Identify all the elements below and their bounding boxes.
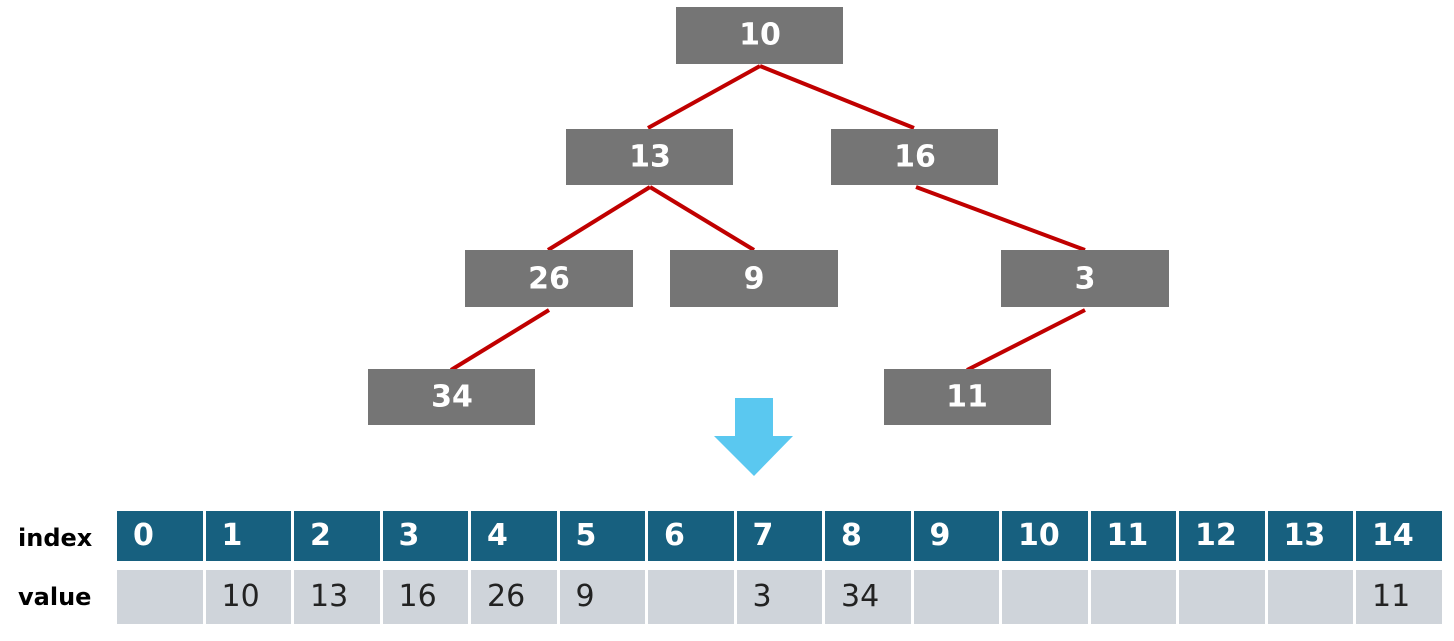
index-cell: 2 bbox=[294, 511, 383, 561]
tree-node: 13 bbox=[566, 129, 733, 185]
value-cell: 10 bbox=[205, 570, 294, 624]
tree-node-label: 26 bbox=[528, 262, 570, 297]
tree-node-label: 16 bbox=[894, 140, 936, 175]
tree-node: 9 bbox=[670, 250, 838, 307]
value-cell bbox=[1267, 570, 1356, 624]
index-cell: 11 bbox=[1090, 511, 1179, 561]
tree-node: 10 bbox=[676, 7, 843, 64]
index-cell: 3 bbox=[382, 511, 471, 561]
tree-node-label: 10 bbox=[739, 18, 781, 53]
tree-node-label: 3 bbox=[1075, 262, 1096, 297]
index-row: 0 1 2 3 4 5 6 7 8 9 10 11 12 13 14 bbox=[117, 511, 1445, 561]
index-cell: 9 bbox=[913, 511, 1002, 561]
value-cell bbox=[648, 570, 737, 624]
value-cell: 13 bbox=[294, 570, 383, 624]
value-cell bbox=[117, 570, 206, 624]
tree-node-label: 34 bbox=[431, 380, 473, 415]
tree-node: 26 bbox=[465, 250, 633, 307]
tree-edge bbox=[759, 64, 915, 130]
tree-edge bbox=[966, 308, 1086, 372]
value-cell: 3 bbox=[736, 570, 825, 624]
index-cell: 5 bbox=[559, 511, 648, 561]
value-cell: 16 bbox=[382, 570, 471, 624]
tree-node-label: 13 bbox=[629, 140, 671, 175]
index-cell: 7 bbox=[736, 511, 825, 561]
value-row-label: value bbox=[18, 583, 92, 611]
value-cell: 34 bbox=[825, 570, 914, 624]
down-arrow-icon bbox=[714, 398, 793, 476]
index-row-label: index bbox=[18, 524, 93, 552]
tree-edge bbox=[546, 185, 652, 252]
index-cell: 0 bbox=[117, 511, 206, 561]
index-cell: 14 bbox=[1356, 511, 1445, 561]
index-cell: 13 bbox=[1267, 511, 1356, 561]
tree-node-label: 11 bbox=[946, 380, 988, 415]
index-cell: 8 bbox=[825, 511, 914, 561]
value-cell: 9 bbox=[559, 570, 648, 624]
tree-node: 16 bbox=[831, 129, 998, 185]
tree-edge bbox=[648, 185, 756, 252]
index-cell: 6 bbox=[648, 511, 737, 561]
value-cell bbox=[1179, 570, 1268, 624]
index-cell: 12 bbox=[1179, 511, 1268, 561]
index-cell: 10 bbox=[1002, 511, 1091, 561]
value-cell bbox=[913, 570, 1002, 624]
tree-edge bbox=[915, 185, 1086, 252]
tree-node: 34 bbox=[368, 369, 535, 425]
value-cell bbox=[1002, 570, 1091, 624]
value-row: 10 13 16 26 9 3 34 11 bbox=[117, 570, 1445, 624]
index-cell: 1 bbox=[205, 511, 294, 561]
index-cell: 4 bbox=[471, 511, 560, 561]
value-cell bbox=[1090, 570, 1179, 624]
value-cell: 11 bbox=[1356, 570, 1445, 624]
value-cell: 26 bbox=[471, 570, 560, 624]
tree-edge bbox=[647, 64, 761, 130]
tree-node-label: 9 bbox=[744, 262, 765, 297]
tree-edge bbox=[449, 308, 551, 372]
tree-node: 3 bbox=[1001, 250, 1169, 307]
tree-node: 11 bbox=[884, 369, 1051, 425]
